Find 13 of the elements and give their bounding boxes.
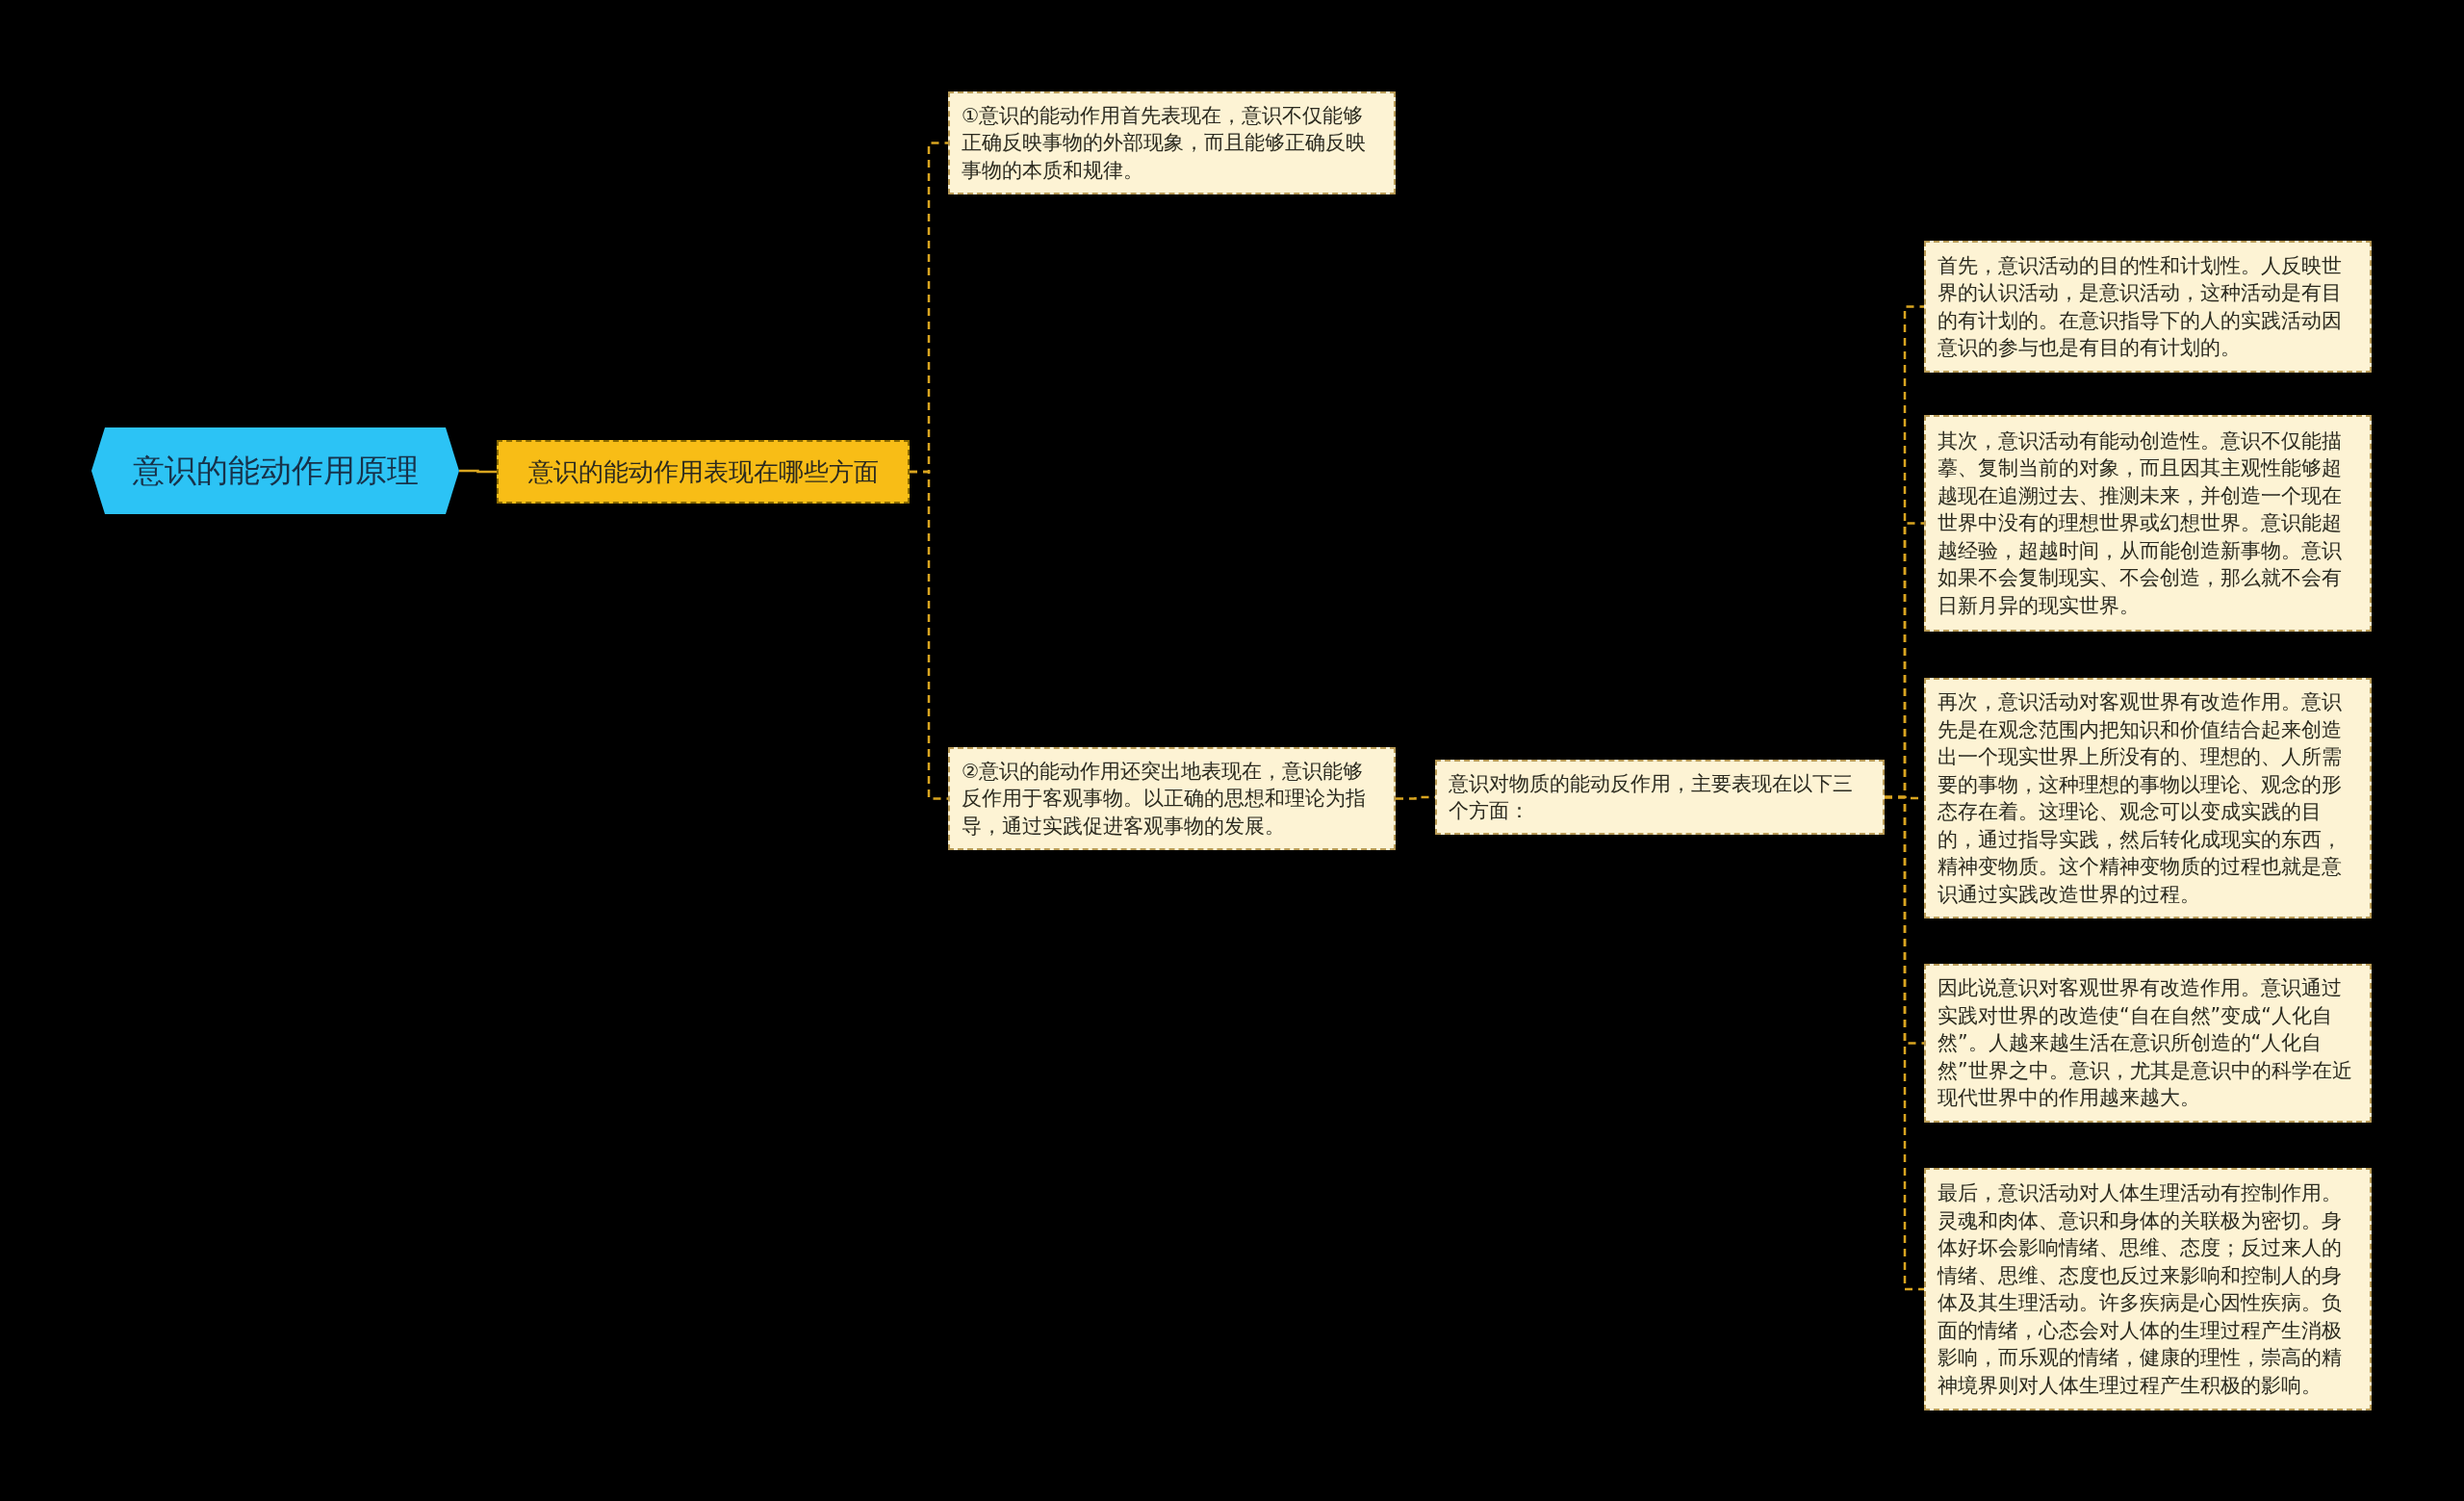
connector-line xyxy=(910,470,948,800)
connector-line xyxy=(1885,795,1924,1291)
note-box: ①意识的能动作用首先表现在，意识不仅能够正确反映事物的外部现象，而且能够正确反映事物的本质和规律。 xyxy=(948,91,1396,194)
note-box: 因此说意识对客观世界有改造作用。意识通过实践对世界的改造使“自在自然”变成“人化自然”。人越来越生活在意识所创造的“人化自然”世界之中。意识，尤其是意识中的科学在近现代世界中的作用越来越大。 xyxy=(1924,964,2372,1123)
note-box: 首先，意识活动的目的性和计划性。人反映世界的认识活动，是意识活动，这种活动是有目的有计划的。在意识指导下的人的实践活动因意识的参与也是有目的有计划的。 xyxy=(1924,241,2372,373)
note-box: 再次，意识活动对客观世界有改造作用。意识先是在观念范围内把知识和价值结合起来创造出一个现实世界上所没有的、理想的、人所需要的事物，这种理想的事物以理论、观念的形态存在着。这理论、观念可以变成实践的目的，通过指导实践，然后转化成现实的东西，精神变物质。这个精神变物质的过程也就是意识通过实践改造世界的过程。 xyxy=(1924,678,2372,919)
central-topic: 意识的能动作用原理 xyxy=(91,427,459,514)
note-box: ②意识的能动作用还突出地表现在，意识能够反作用于客观事物。以正确的思想和理论为指导，通过实践促进客观事物的发展。 xyxy=(948,747,1396,850)
note-box: 最后，意识活动对人体生理活动有控制作用。灵魂和肉体、意识和身体的关联极为密切。身体好坏会影响情绪、思维、态度；反过来人的情绪、思维、态度也反过来影响和控制人的身体及其生理活动。许多疾病是心因性疾病。负面的情绪，心态会对人体的生理过程产生消极影响，而乐观的情绪，健康的理性，崇高的精神境界则对人体生理过程产生积极的影响。 xyxy=(1924,1168,2372,1410)
connector-line xyxy=(459,469,497,474)
topic-box: 意识的能动作用表现在哪些方面 xyxy=(497,440,910,504)
note-box: 意识对物质的能动反作用，主要表现在以下三个方面： xyxy=(1435,760,1885,835)
note-box: 其次，意识活动有能动创造性。意识不仅能描摹、复制当前的对象，而且因其主观性能够超越现在追溯过去、推测未来，并创造一个现在世界中没有的理想世界或幻想世界。意识能超越经验，超越时间，从而能创造新事物。意识如果不会复制现实、不会创造，那么就不会有日新月异的现实世界。 xyxy=(1924,415,2372,632)
